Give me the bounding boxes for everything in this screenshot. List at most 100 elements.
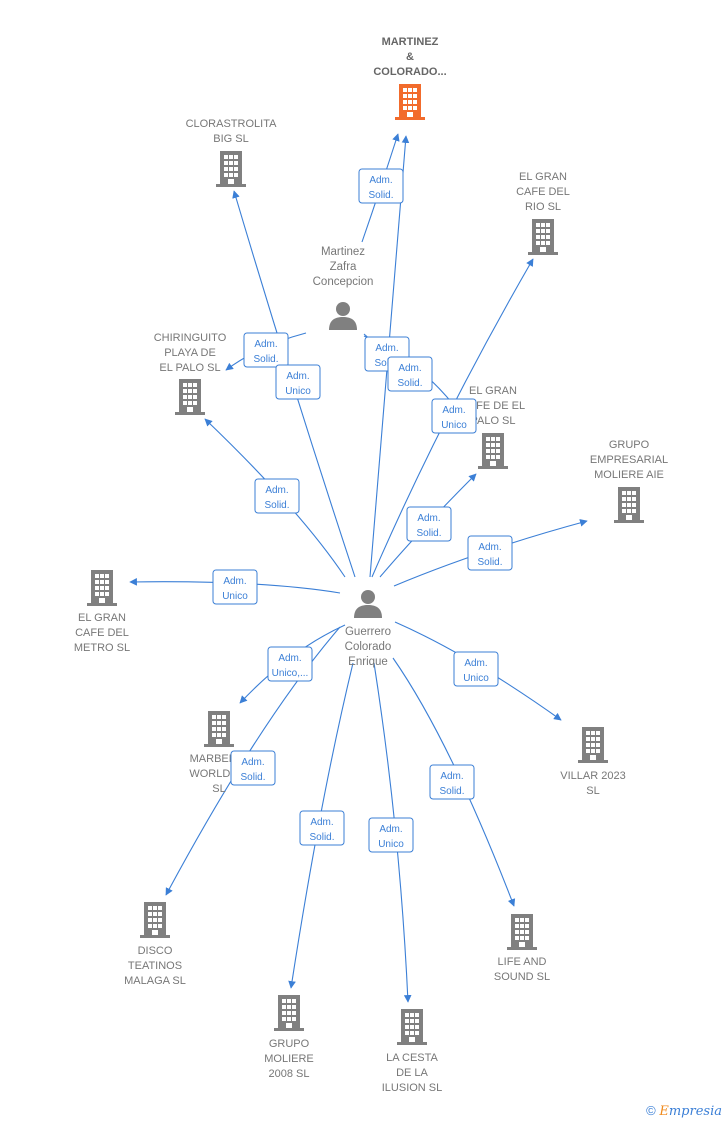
company-label-line: GRUPO (609, 439, 650, 451)
company-label-line: ILUSION SL (382, 1082, 443, 1094)
role-label-line: Unico (463, 673, 489, 684)
company-label-line: BIG SL (213, 133, 248, 145)
company-label-line: EL GRAN (78, 612, 126, 624)
building-icon (578, 727, 608, 763)
building-icon (507, 914, 537, 950)
role-label-moliere-aie[interactable]: Adm.Solid. (467, 535, 513, 571)
company-label-line: MARTINEZ (382, 36, 439, 48)
company-node-moliere-2008[interactable]: GRUPO MOLIERE 2008 SL (264, 995, 314, 1080)
role-label-villar[interactable]: Adm. Unico (453, 651, 499, 687)
person-label-line: Concepcion (313, 276, 374, 288)
company-label-line: EMPRESARIAL (590, 454, 668, 466)
role-label-line: Solid. (240, 772, 265, 783)
role-label-line: Unico (222, 591, 248, 602)
company-label-line: MOLIERE (264, 1053, 314, 1065)
role-label-line: Adm. (278, 653, 301, 664)
company-node-disco[interactable]: DISCO TEATINOS MALAGA SL (124, 902, 186, 987)
company-label-line: COLORADO... (373, 66, 446, 78)
company-label-line: CAFE DEL (75, 627, 129, 639)
person-label-line: Colorado (345, 641, 392, 653)
role-label-moliere-2008[interactable]: Adm. Solid. (299, 810, 345, 846)
person-icon (354, 590, 382, 618)
relation-edge-guerrero-life-sound (392, 657, 516, 907)
company-label-line: DISCO (138, 945, 173, 957)
relation-role-labels: Adm.Solid.Adm.Solid.Adm.Solid.Adm.UnicoA… (212, 168, 513, 853)
company-label-line: CLORASTROLITA (186, 118, 278, 130)
company-node-martinez[interactable]: MARTINEZ & COLORADO... (373, 36, 447, 120)
role-label-line: Adm. (286, 371, 309, 382)
relation-edge-guerrero-disco (165, 626, 341, 896)
role-label-life-sound[interactable]: Adm. Solid. (429, 764, 475, 800)
role-label-line: Adm. (254, 339, 277, 350)
role-label-chiringuito[interactable]: Adm. Solid. (254, 478, 300, 514)
building-icon (614, 487, 644, 523)
building-icon (175, 379, 205, 415)
building-icon (216, 151, 246, 187)
person-label-line: Guerrero (345, 626, 391, 638)
role-label-line: Adm. (310, 817, 333, 828)
role-label-gran-cafe-metro[interactable]: Adm.Unico (212, 569, 258, 605)
company-label-line: PLAYA DE (164, 347, 216, 359)
role-label-marbella[interactable]: Adm. Unico,... (267, 646, 313, 682)
person-label-line: Martinez (321, 246, 365, 258)
role-label-line: Adm. (379, 824, 402, 835)
building-icon (204, 711, 234, 747)
company-label-line: LIFE AND (498, 956, 547, 968)
company-label-line: & (406, 51, 414, 63)
role-label-disco[interactable]: Adm.Solid. (230, 750, 276, 786)
empresia-logo[interactable]: Empresia (659, 1104, 722, 1119)
company-label-line: 2008 SL (269, 1068, 310, 1080)
company-label-line: GRUPO (269, 1038, 310, 1050)
building-icon (140, 902, 170, 938)
role-label-line: Adm. (369, 175, 392, 186)
role-label-line: Solid. (477, 557, 502, 568)
company-label-line: CHIRINGUITO (154, 332, 227, 344)
role-label-line: Unico (441, 420, 467, 431)
role-label-cesta[interactable]: Adm. Unico (368, 817, 414, 853)
role-label-gran-cafe-palo[interactable]: Adm.Solid. (406, 506, 452, 542)
role-label-line: Adm. (464, 658, 487, 669)
company-node-clorastrolita[interactable]: CLORASTROLITA BIG SL (186, 118, 278, 187)
copyright-icon: © (646, 1103, 656, 1118)
company-label-line: TEATINOS (128, 960, 182, 972)
company-node-gran-cafe-metro[interactable]: EL GRAN CAFE DEL METRO SL (74, 570, 130, 654)
role-label-gran-cafe-palo[interactable]: Adm. Solid. (387, 356, 433, 392)
role-label-line: Solid. (264, 500, 289, 511)
company-label-line: METRO SL (74, 642, 130, 654)
company-label-line: VILLAR 2023 (560, 770, 625, 782)
company-label-line: EL GRAN (469, 385, 517, 397)
role-label-chiringuito[interactable]: Adm.Solid. (243, 332, 289, 368)
role-label-line: Unico (378, 839, 404, 850)
role-label-line: Solid. (397, 378, 422, 389)
company-label-line: MALAGA SL (124, 975, 186, 987)
role-label-line: Solid. (309, 832, 334, 843)
role-label-line: Unico,... (272, 668, 309, 679)
company-label-line: EL GRAN (519, 171, 567, 183)
role-label-gran-cafe-rio[interactable]: Adm.Unico (431, 398, 477, 434)
building-icon (274, 995, 304, 1031)
role-label-line: Adm. (265, 485, 288, 496)
role-label-line: Adm. (375, 343, 398, 354)
person-label-line: Zafra (330, 261, 357, 273)
person-label-line: Enrique (348, 656, 388, 668)
role-label-line: Adm. (440, 771, 463, 782)
role-label-line: Solid. (439, 786, 464, 797)
building-icon (87, 570, 117, 606)
role-label-line: Solid. (374, 358, 399, 369)
role-label-martinez[interactable]: Adm.Solid. (358, 168, 404, 204)
role-label-line: Adm. (398, 363, 421, 374)
company-label-line: SL (586, 785, 599, 797)
company-label-line: PALO SL (470, 415, 515, 427)
role-label-clorastrolita[interactable]: Adm.Unico (275, 364, 321, 400)
company-label-line: LA CESTA (386, 1052, 438, 1064)
